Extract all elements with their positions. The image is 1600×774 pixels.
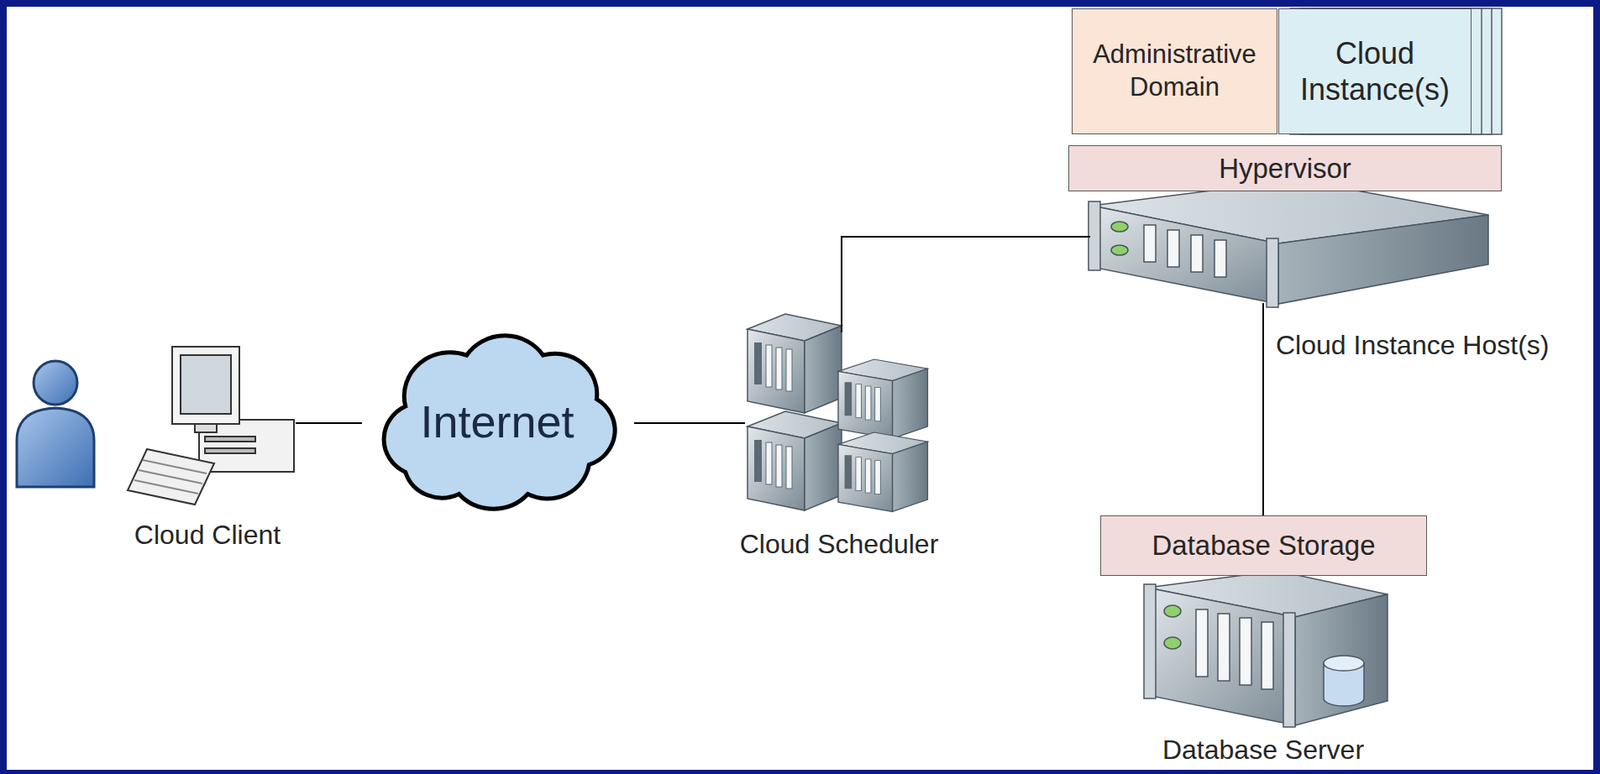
database-server <box>1143 571 1388 728</box>
node-label: Database Server <box>1162 734 1364 766</box>
node-label: Cloud Scheduler <box>739 529 940 561</box>
node-label: Internet <box>419 395 574 448</box>
host-server <box>1088 179 1489 308</box>
connector-line <box>1262 303 1265 516</box>
connector-line <box>634 422 745 425</box>
hypervisor-band: Hypervisor <box>1068 145 1502 192</box>
storage-band: Database Storage <box>1100 515 1427 577</box>
internet-cloud: Internet <box>351 311 643 531</box>
domain-box: Administrative Domain <box>1071 8 1278 135</box>
connector-line <box>295 422 362 425</box>
node-label: Cloud Client <box>134 519 281 551</box>
node-label: Administrative Domain <box>1080 38 1269 105</box>
person-icon <box>16 361 95 488</box>
connector-line <box>841 236 1091 333</box>
node-label: Database Storage <box>1151 529 1375 562</box>
node-label: Cloud Instance(s) <box>1287 35 1463 108</box>
host-node: Cloud Instance Host(s) <box>1086 188 1490 307</box>
node-label: Cloud Instance Host(s) <box>1275 330 1549 362</box>
scheduler-node: Cloud Scheduler <box>744 314 934 511</box>
computer-icon <box>127 346 294 505</box>
scheduler-servers <box>747 314 928 512</box>
client-node: Cloud Client <box>127 341 296 505</box>
database-node: Database Server <box>1143 576 1388 730</box>
node-label: Hypervisor <box>1218 152 1352 185</box>
instance-box: Cloud Instance(s) <box>1278 8 1472 135</box>
